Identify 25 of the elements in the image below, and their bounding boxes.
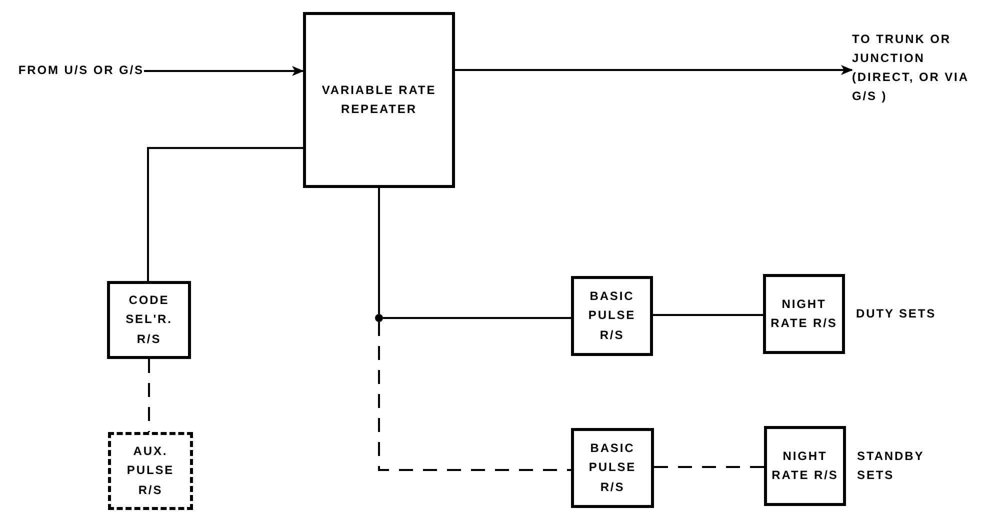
connector-line <box>653 314 763 316</box>
arrow <box>144 66 304 76</box>
connector-line <box>378 188 380 314</box>
block-label: NIGHT RATE R/S <box>770 296 838 332</box>
connector-line <box>654 466 764 468</box>
block-box <box>571 276 653 356</box>
block-label: TO TRUNK OR JUNCTION (DIRECT, OR VIA G/S ) <box>852 30 970 106</box>
block-label: CODE SEL'R. R/S <box>124 292 174 348</box>
block-box <box>571 428 654 508</box>
block-label: NIGHT RATE R/S <box>771 448 839 484</box>
optional-block-box <box>108 432 193 510</box>
block-label: FROM U/S OR G/S <box>18 62 144 80</box>
block-box <box>107 281 191 359</box>
block-label: BASIC PULSE R/S <box>588 440 638 496</box>
block-label: AUX. PULSE R/S <box>126 443 176 499</box>
block-label: BASIC PULSE R/S <box>587 288 637 344</box>
connector-line <box>147 147 303 281</box>
connector-line <box>383 317 571 319</box>
connector-line <box>148 359 150 432</box>
set-label: STANDBY SETS <box>857 448 925 484</box>
block-box <box>303 12 455 188</box>
set-label: DUTY SETS <box>856 305 938 322</box>
connector-line <box>378 322 571 471</box>
arrow <box>455 65 853 75</box>
block-label: VARIABLE RATE REPEATER <box>320 82 438 118</box>
